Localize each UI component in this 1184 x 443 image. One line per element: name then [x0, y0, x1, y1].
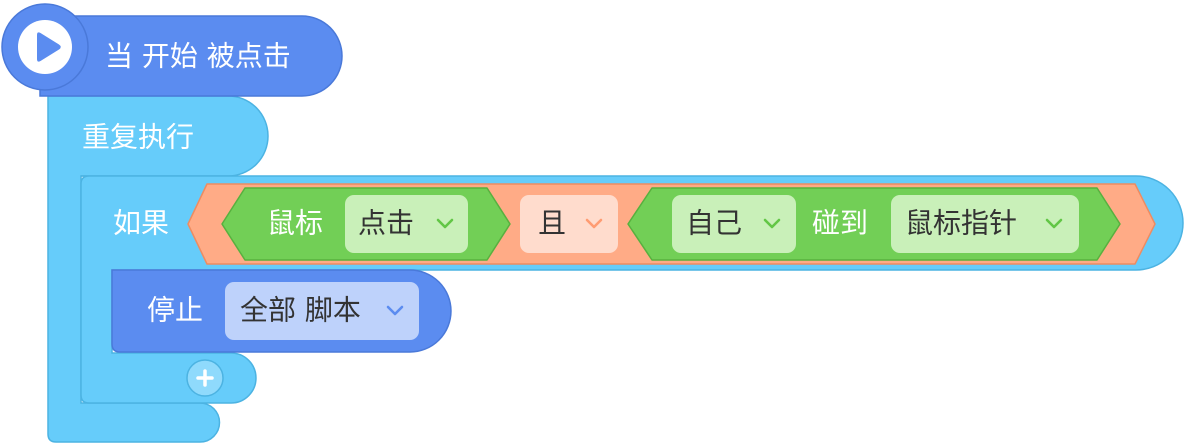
add-block-button[interactable]: [186, 359, 224, 397]
hat-block-shape[interactable]: [39, 15, 343, 97]
target-dropdown[interactable]: 鼠标指针: [891, 195, 1079, 253]
and-operator-block[interactable]: 鼠标 点击 且 自己 碰到: [187, 183, 1156, 265]
stop-block[interactable]: 停止 全部 脚本: [111, 269, 452, 353]
chevron-down-icon: [585, 218, 603, 229]
mouse-event-dropdown-value: 点击: [358, 207, 414, 240]
operator-dropdown[interactable]: 且: [520, 195, 618, 253]
touching-block[interactable]: 自己 碰到 鼠标指针: [627, 187, 1121, 261]
chevron-down-icon: [386, 305, 404, 316]
chevron-down-icon: [436, 218, 454, 229]
object-dropdown-value: 自己: [686, 207, 742, 240]
stop-block-label: 停止: [147, 294, 203, 327]
chevron-down-icon: [1045, 218, 1063, 229]
chevron-down-icon: [763, 218, 781, 229]
mouse-event-dropdown-bg[interactable]: [345, 195, 468, 253]
hat-block-label: 当 开始 被点击: [105, 40, 291, 73]
when-start-clicked-block[interactable]: 当 开始 被点击: [1, 3, 343, 97]
forever-block-label: 重复执行: [82, 121, 194, 154]
target-dropdown-bg[interactable]: [891, 195, 1079, 253]
object-dropdown-bg[interactable]: [672, 195, 796, 253]
stop-option-dropdown-value: 全部 脚本: [240, 294, 361, 327]
play-icon: [37, 32, 61, 62]
operator-dropdown-value: 且: [538, 207, 566, 240]
touching-label: 碰到: [812, 207, 868, 240]
stop-option-dropdown-bg[interactable]: [225, 282, 419, 340]
if-block[interactable]: 如果 鼠标 点击 且: [80, 175, 1184, 404]
plus-icon: [196, 369, 214, 387]
mouse-state-block[interactable]: 鼠标 点击: [221, 187, 511, 261]
mouse-state-label: 鼠标: [267, 207, 323, 240]
stop-option-dropdown[interactable]: 全部 脚本: [225, 282, 419, 340]
object-dropdown[interactable]: 自己: [672, 195, 796, 253]
start-button[interactable]: [1, 3, 89, 91]
if-block-label: 如果: [113, 207, 169, 240]
target-dropdown-value: 鼠标指针: [905, 207, 1017, 240]
operator-dropdown-bg[interactable]: [520, 195, 618, 253]
mouse-event-dropdown[interactable]: 点击: [345, 195, 468, 253]
forever-block[interactable]: 重复执行: [47, 95, 269, 443]
